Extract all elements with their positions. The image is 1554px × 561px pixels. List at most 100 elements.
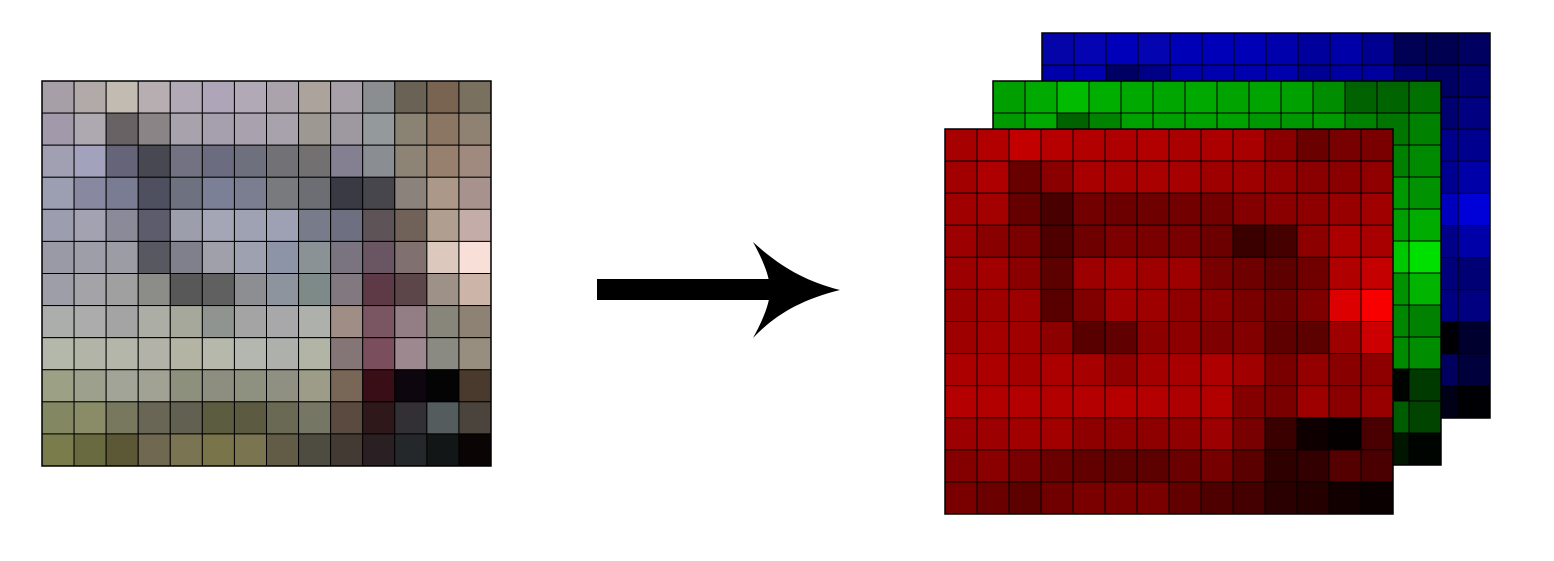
image-cell — [233, 305, 267, 339]
blue-channel-cell — [1265, 32, 1299, 66]
image-cell — [137, 80, 171, 114]
green-channel-cell — [1408, 176, 1442, 210]
image-cell — [298, 305, 332, 339]
image-cell — [73, 369, 107, 403]
red-channel-cell — [1264, 128, 1298, 162]
image-cell — [266, 369, 300, 403]
red-channel-cell — [944, 256, 978, 290]
image-cell — [41, 208, 75, 242]
green-channel-cell — [1408, 336, 1442, 370]
red-channel-cell — [1200, 321, 1234, 355]
red-channel-cell — [1072, 224, 1106, 258]
image-cell — [41, 369, 75, 403]
image-cell — [362, 240, 396, 274]
image-cell — [298, 208, 332, 242]
image-cell — [394, 369, 428, 403]
red-channel-cell — [1040, 224, 1074, 258]
image-cell — [266, 240, 300, 274]
red-channel-cell — [1168, 385, 1202, 419]
image-cell — [394, 337, 428, 371]
red-channel-cell — [976, 160, 1010, 194]
image-cell — [137, 112, 171, 146]
red-channel-cell — [1232, 481, 1266, 515]
image-cell — [73, 176, 107, 210]
red-channel-cell — [944, 385, 978, 419]
image-cell — [394, 273, 428, 307]
image-cell — [362, 369, 396, 403]
image-cell — [394, 240, 428, 274]
red-channel-cell — [1104, 128, 1138, 162]
image-cell — [105, 176, 139, 210]
red-channel-cell — [1104, 449, 1138, 483]
image-cell — [266, 337, 300, 371]
image-cell — [330, 273, 364, 307]
blue-channel-cell — [1457, 257, 1491, 291]
blue-channel-cell — [1457, 321, 1491, 355]
image-cell — [233, 433, 267, 467]
blue-channel-cell — [1201, 32, 1235, 66]
image-cell — [426, 240, 460, 274]
image-cell — [426, 401, 460, 435]
red-channel-grid — [944, 128, 1394, 515]
image-cell — [73, 80, 107, 114]
red-channel-cell — [1104, 353, 1138, 387]
image-cell — [201, 369, 235, 403]
red-channel-cell — [1296, 256, 1330, 290]
green-channel-cell — [1408, 400, 1442, 434]
red-channel-cell — [1072, 385, 1106, 419]
red-channel-cell — [944, 224, 978, 258]
red-channel-cell — [944, 481, 978, 515]
green-channel-cell — [1344, 80, 1378, 114]
red-channel-cell — [1328, 224, 1362, 258]
red-channel-cell — [1200, 353, 1234, 387]
red-channel-cell — [1008, 256, 1042, 290]
blue-channel-cell — [1297, 32, 1331, 66]
red-channel-cell — [1296, 481, 1330, 515]
red-channel-cell — [1232, 321, 1266, 355]
red-channel-cell — [1136, 321, 1170, 355]
red-channel-cell — [1168, 449, 1202, 483]
image-cell — [426, 144, 460, 178]
image-cell — [137, 240, 171, 274]
image-cell — [330, 112, 364, 146]
green-channel-cell — [1248, 80, 1282, 114]
red-channel-cell — [1104, 417, 1138, 451]
green-channel-cell — [1408, 368, 1442, 402]
red-channel-cell — [1072, 192, 1106, 226]
image-cell — [169, 240, 203, 274]
red-channel-cell — [1232, 128, 1266, 162]
red-channel-cell — [1200, 288, 1234, 323]
red-channel-cell — [944, 128, 978, 162]
image-cell — [458, 176, 492, 210]
red-channel-cell — [1072, 417, 1106, 451]
image-cell — [169, 112, 203, 146]
image-cell — [233, 144, 267, 178]
image-cell — [362, 433, 396, 467]
red-channel-cell — [1200, 160, 1234, 194]
red-channel-cell — [1104, 288, 1138, 323]
image-cell — [73, 144, 107, 178]
image-cell — [169, 305, 203, 339]
red-channel-cell — [1136, 353, 1170, 387]
blue-channel-cell — [1457, 32, 1491, 66]
image-cell — [298, 112, 332, 146]
red-channel-cell — [1200, 449, 1234, 483]
image-cell — [169, 176, 203, 210]
green-channel-cell — [1056, 80, 1090, 114]
red-channel-cell — [1040, 481, 1074, 515]
image-cell — [266, 112, 300, 146]
red-channel-cell — [1168, 160, 1202, 194]
image-cell — [298, 337, 332, 371]
image-cell — [394, 208, 428, 242]
green-channel-cell — [1376, 80, 1410, 114]
image-cell — [362, 112, 396, 146]
input-image-grid — [41, 80, 492, 467]
image-cell — [330, 369, 364, 403]
red-channel-cell — [1072, 288, 1106, 323]
red-channel-cell — [1296, 417, 1330, 451]
red-channel-border — [944, 128, 1394, 515]
image-cell — [233, 337, 267, 371]
red-channel-cell — [1040, 385, 1074, 419]
red-channel-cell — [1008, 224, 1042, 258]
red-channel-cell — [1360, 160, 1394, 194]
